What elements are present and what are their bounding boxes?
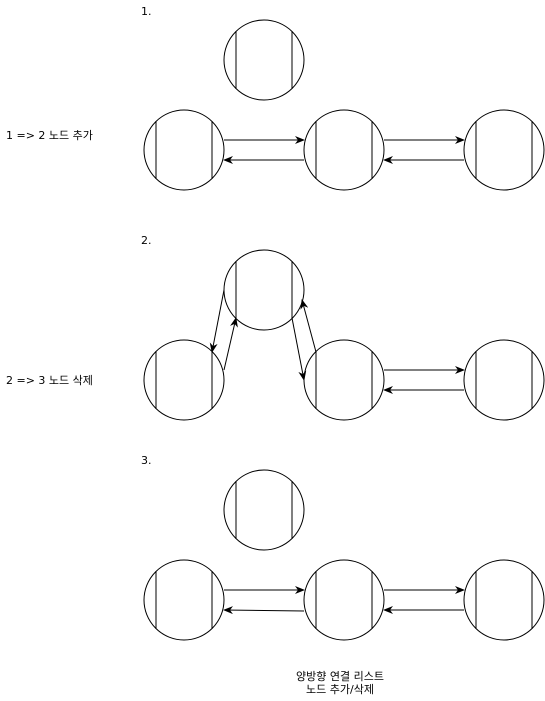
step2-node-a [143, 339, 225, 421]
step1-node-a [143, 109, 225, 191]
step2-inserted-node [223, 249, 305, 331]
step3-node-b [303, 559, 385, 641]
step3-removed-node [223, 469, 305, 551]
step2-node-b [303, 339, 385, 421]
step2-arrow-a-to-new [223, 317, 238, 371]
caption-line-2: 노드 추가/삭제 [306, 683, 374, 696]
delete-node-note: 2 => 3 노드 삭제 [6, 374, 93, 387]
step1-new-node [223, 19, 305, 101]
step2-arrow-new-to-b [291, 317, 307, 381]
step2-arrow-b-to-new [300, 299, 317, 353]
step3-label: 3. [141, 454, 152, 467]
caption-line-1: 양방향 연결 리스트 [296, 670, 384, 683]
step2-arrow-new-to-a [209, 289, 225, 353]
step3-node-c [463, 559, 545, 641]
step3-arrow-b-to-a [223, 606, 305, 615]
add-node-note: 1 => 2 노드 추가 [6, 129, 93, 142]
step2-label: 2. [141, 234, 152, 247]
step2-node-c [463, 339, 545, 421]
diagram-caption: 양방향 연결 리스트 노드 추가/삭제 [270, 670, 410, 696]
step1-node-b [303, 109, 385, 191]
step3-node-a [143, 559, 225, 641]
step1-node-c [463, 109, 545, 191]
step1-label: 1. [141, 5, 152, 18]
